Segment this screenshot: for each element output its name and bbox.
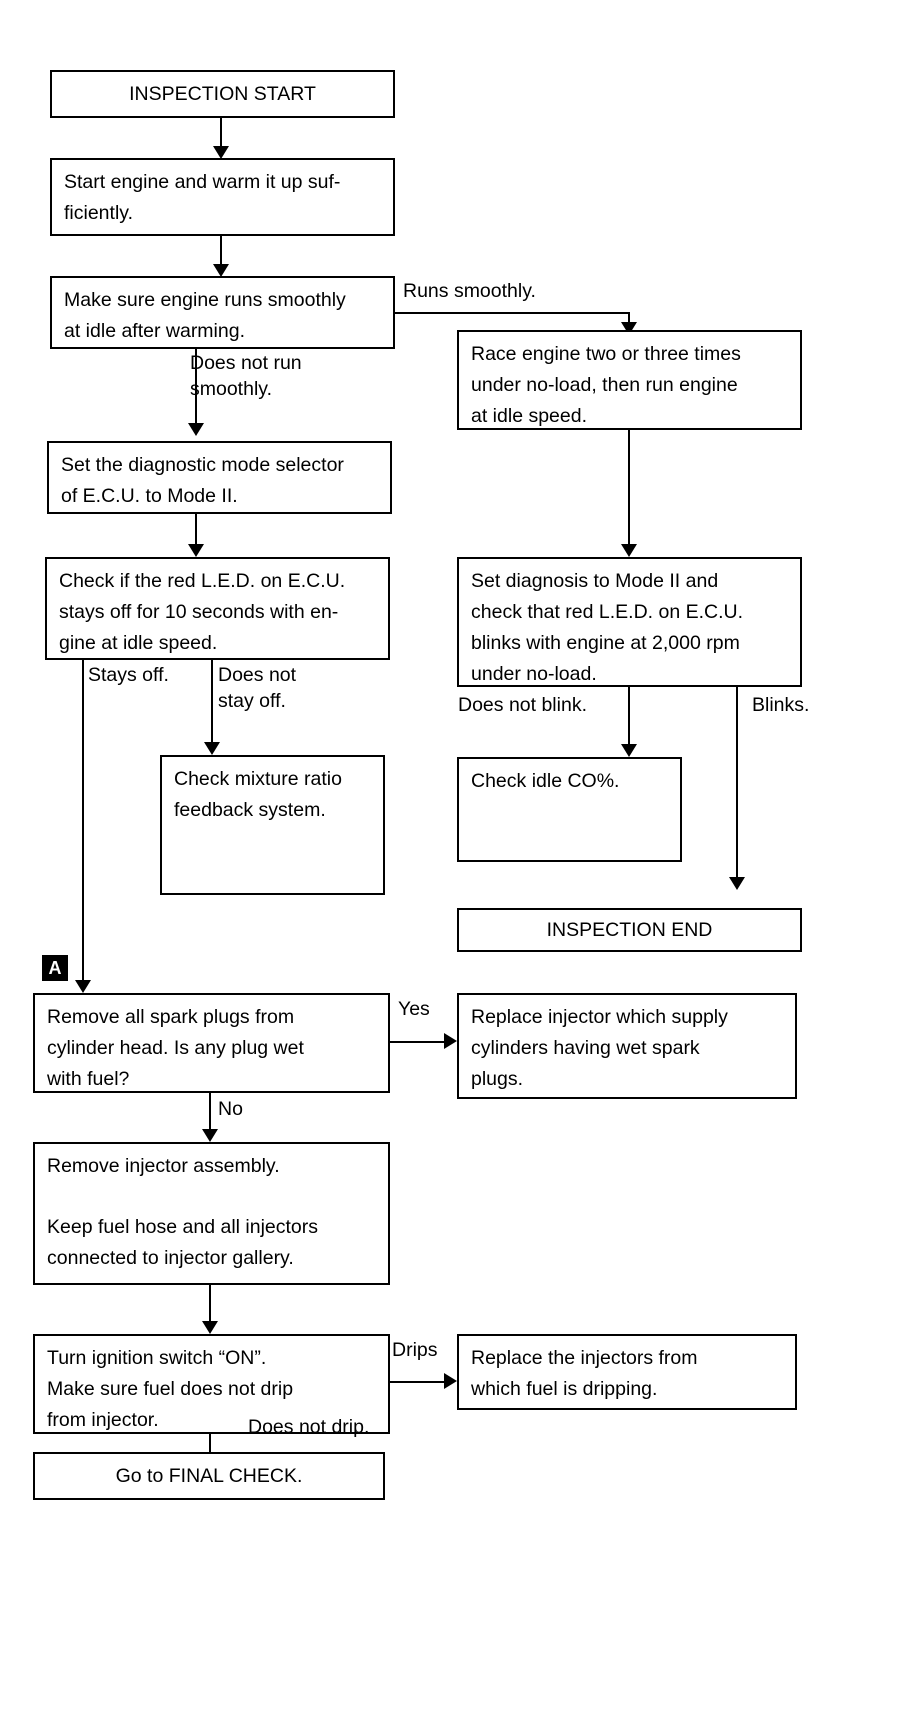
connector-not-drip-vertical bbox=[209, 1434, 211, 1469]
connector-stays-off-vertical bbox=[82, 660, 84, 988]
connector-no-vertical bbox=[209, 1093, 211, 1137]
connector-yes-horizontal bbox=[390, 1041, 452, 1043]
node-race-engine-label: Race engine two or three times under no-… bbox=[471, 343, 741, 427]
arrowhead-blinks-to-inspection-end bbox=[729, 877, 745, 890]
node-turn-ignition-on-label: Turn ignition switch “ON”. Make sure fue… bbox=[47, 1347, 294, 1431]
node-remove-spark-plugs-label: Remove all spark plugs from cylinder hea… bbox=[47, 1006, 304, 1090]
node-replace-dripping-injectors: Replace the injectors from which fuel is… bbox=[457, 1334, 797, 1410]
node-check-idle-co: Check idle CO%. bbox=[457, 757, 682, 862]
node-inspection-start-label: INSPECTION START bbox=[129, 82, 316, 105]
node-set-diagnosis-mode2: Set diagnosis to Mode II and check that … bbox=[457, 557, 802, 687]
connector-not-stay-off-vertical bbox=[211, 660, 213, 750]
edge-label-blinks: Blinks. bbox=[752, 694, 810, 716]
arrowhead-stays-off-to-spark-plugs bbox=[75, 980, 91, 993]
connector-drips-horizontal bbox=[390, 1381, 452, 1383]
connector-not-blink-vertical bbox=[628, 687, 630, 752]
node-set-diagnosis-mode2-label: Set diagnosis to Mode II and check that … bbox=[471, 570, 744, 685]
arrowhead-not-blink-to-idle-co bbox=[621, 744, 637, 757]
edge-label-yes: Yes bbox=[398, 998, 430, 1020]
node-race-engine: Race engine two or three times under no-… bbox=[457, 330, 802, 430]
connector-injector-to-ignition bbox=[209, 1285, 211, 1329]
node-set-mode-selector: Set the diagnostic mode selector of E.C.… bbox=[47, 441, 392, 514]
connector-mode-selector-to-led-check bbox=[195, 514, 197, 552]
edge-label-runs-smoothly: Runs smoothly. bbox=[403, 280, 536, 302]
node-inspection-start: INSPECTION START bbox=[50, 70, 395, 118]
node-keep-fuel-hose-label: Keep fuel hose and all injectors connect… bbox=[47, 1216, 319, 1269]
edge-label-stays-off: Stays off. bbox=[88, 664, 169, 686]
node-turn-ignition-on: Turn ignition switch “ON”. Make sure fue… bbox=[33, 1334, 390, 1434]
node-remove-spark-plugs: Remove all spark plugs from cylinder hea… bbox=[33, 993, 390, 1093]
node-check-led-stays-off-label: Check if the red L.E.D. on E.C.U. stays … bbox=[59, 570, 346, 654]
connector-tag-a-label: A bbox=[48, 957, 62, 978]
node-inspection-end: INSPECTION END bbox=[457, 908, 802, 952]
node-check-mixture-ratio-label: Check mixture ratio feedback system. bbox=[174, 768, 342, 821]
node-replace-dripping-injectors-label: Replace the injectors from which fuel is… bbox=[471, 1347, 698, 1400]
node-remove-injector-assembly: Remove injector assembly. Keep fuel hose… bbox=[33, 1142, 390, 1285]
arrowhead-mode-selector-to-led-check bbox=[188, 544, 204, 557]
node-inspection-end-label: INSPECTION END bbox=[546, 918, 713, 941]
edge-label-does-not-stay-off: Does not stay off. bbox=[218, 664, 297, 712]
connector-blinks-vertical bbox=[736, 687, 738, 885]
connector-warmup-to-idlecheck bbox=[220, 236, 222, 272]
arrowhead-start-to-warmup bbox=[213, 146, 229, 159]
node-check-led-stays-off: Check if the red L.E.D. on E.C.U. stays … bbox=[45, 557, 390, 660]
connector-race-to-mode2 bbox=[628, 430, 630, 552]
arrowhead-yes-to-replace-injector bbox=[444, 1033, 457, 1049]
connector-tag-a: A bbox=[42, 955, 68, 981]
arrowhead-warmup-to-idlecheck bbox=[213, 264, 229, 277]
arrowhead-not-smooth-to-mode-selector bbox=[188, 423, 204, 436]
edge-label-no: No bbox=[218, 1098, 243, 1120]
connector-start-to-warmup bbox=[220, 118, 222, 154]
node-start-engine-warmup: Start engine and warm it up suf- ficient… bbox=[50, 158, 395, 236]
node-start-engine-warmup-label: Start engine and warm it up suf- ficient… bbox=[64, 171, 341, 224]
node-check-mixture-ratio: Check mixture ratio feedback system. bbox=[160, 755, 385, 895]
node-set-mode-selector-label: Set the diagnostic mode selector of E.C.… bbox=[61, 454, 344, 507]
node-make-sure-idle-smooth: Make sure engine runs smoothly at idle a… bbox=[50, 276, 395, 349]
arrowhead-race-to-mode2 bbox=[621, 544, 637, 557]
connector-not-smooth-to-mode-selector bbox=[195, 349, 197, 431]
node-go-final-check-label: Go to FINAL CHECK. bbox=[115, 1464, 303, 1487]
arrowhead-not-stay-off-to-mixture bbox=[204, 742, 220, 755]
edge-label-does-not-blink: Does not blink. bbox=[458, 694, 587, 716]
connector-runs-smoothly-horizontal bbox=[395, 312, 630, 314]
arrowhead-drips-to-replace-dripping bbox=[444, 1373, 457, 1389]
node-remove-injector-assembly-label: Remove injector assembly. bbox=[47, 1155, 280, 1177]
node-make-sure-idle-smooth-label: Make sure engine runs smoothly at idle a… bbox=[64, 289, 346, 342]
arrowhead-no-to-remove-injector bbox=[202, 1129, 218, 1142]
edge-label-does-not-drip: Does not drip. bbox=[248, 1416, 370, 1438]
node-check-idle-co-label: Check idle CO%. bbox=[471, 770, 620, 792]
edge-label-does-not-run-smoothly: Does not run smoothly. bbox=[190, 352, 302, 400]
arrowhead-injector-to-ignition bbox=[202, 1321, 218, 1334]
edge-label-drips: Drips bbox=[392, 1339, 438, 1361]
connector-runs-smoothly-vertical bbox=[628, 312, 630, 330]
node-go-final-check: Go to FINAL CHECK. bbox=[33, 1452, 385, 1500]
node-replace-injector-wet-plugs-label: Replace injector which supply cylinders … bbox=[471, 1006, 728, 1090]
node-replace-injector-wet-plugs: Replace injector which supply cylinders … bbox=[457, 993, 797, 1099]
